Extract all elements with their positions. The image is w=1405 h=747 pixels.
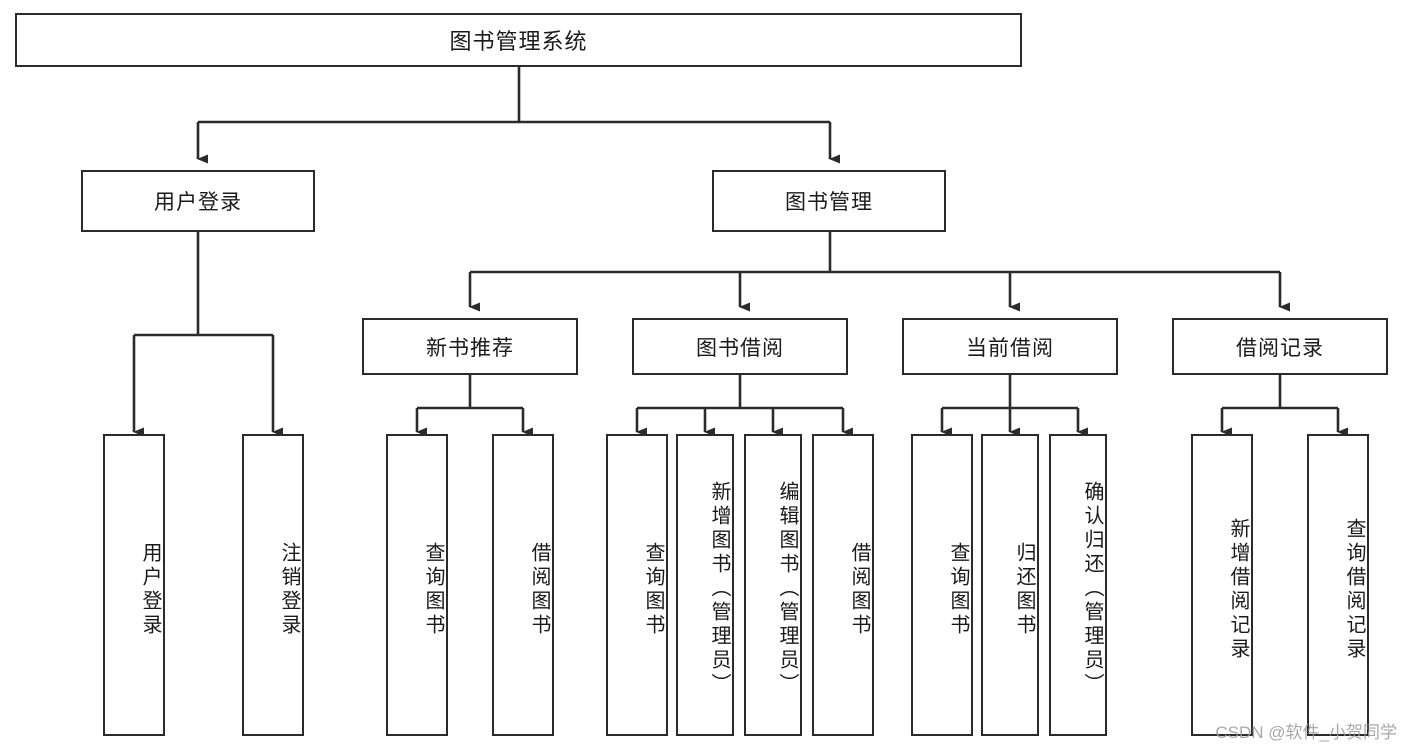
leaf-edit-book-admin[interactable]: 编辑图书（管理员） xyxy=(744,434,802,736)
node-user-login[interactable]: 用户登录 xyxy=(81,170,315,232)
node-label: 图书管理系统 xyxy=(449,29,588,54)
node-borrow-record[interactable]: 借阅记录 xyxy=(1172,318,1388,375)
leaf-borrow-book[interactable]: 借阅图书 xyxy=(812,434,874,736)
node-label: 借阅图书 xyxy=(528,542,550,638)
node-label: 新增图书（管理员） xyxy=(708,481,730,697)
node-new-book-recommend[interactable]: 新书推荐 xyxy=(362,318,578,375)
leaf-logout[interactable]: 注销登录 xyxy=(242,434,304,736)
node-label: 新书推荐 xyxy=(426,336,514,360)
csdn-watermark: CSDN @软件_小贺同学 xyxy=(1215,723,1397,742)
node-label: 查询图书 xyxy=(642,542,664,638)
node-label: 编辑图书（管理员） xyxy=(776,481,798,697)
node-label: 新增借阅记录 xyxy=(1227,518,1249,662)
node-label: 注销登录 xyxy=(278,542,300,638)
node-book-management[interactable]: 图书管理 xyxy=(712,170,946,232)
node-label: 图书借阅 xyxy=(696,336,784,360)
leaf-query-book-current[interactable]: 查询图书 xyxy=(911,434,973,736)
node-label: 归还图书 xyxy=(1013,542,1035,638)
leaf-query-book-borrow[interactable]: 查询图书 xyxy=(606,434,668,736)
node-label: 查询借阅记录 xyxy=(1343,518,1365,662)
leaf-borrow-book-new[interactable]: 借阅图书 xyxy=(492,434,554,736)
leaf-confirm-return-admin[interactable]: 确认归还（管理员） xyxy=(1049,434,1107,736)
node-label: 确认归还（管理员） xyxy=(1081,481,1103,697)
leaf-user-login[interactable]: 用户登录 xyxy=(103,434,165,736)
node-label: 图书管理 xyxy=(785,191,873,214)
node-label: 用户登录 xyxy=(154,191,242,214)
node-label: 用户登录 xyxy=(139,542,161,638)
leaf-query-book-new[interactable]: 查询图书 xyxy=(386,434,448,736)
node-current-borrow[interactable]: 当前借阅 xyxy=(902,318,1118,375)
leaf-add-borrow-record[interactable]: 新增借阅记录 xyxy=(1191,434,1253,736)
leaf-return-book[interactable]: 归还图书 xyxy=(981,434,1039,736)
node-label: 当前借阅 xyxy=(966,336,1054,360)
node-label: 查询图书 xyxy=(422,542,444,638)
node-label: 借阅图书 xyxy=(848,542,870,638)
node-root-system[interactable]: 图书管理系统 xyxy=(15,13,1022,67)
node-book-borrow[interactable]: 图书借阅 xyxy=(632,318,848,375)
leaf-query-borrow-record[interactable]: 查询借阅记录 xyxy=(1307,434,1369,736)
leaf-add-book-admin[interactable]: 新增图书（管理员） xyxy=(676,434,734,736)
node-label: 借阅记录 xyxy=(1236,336,1324,360)
node-label: 查询图书 xyxy=(947,542,969,638)
